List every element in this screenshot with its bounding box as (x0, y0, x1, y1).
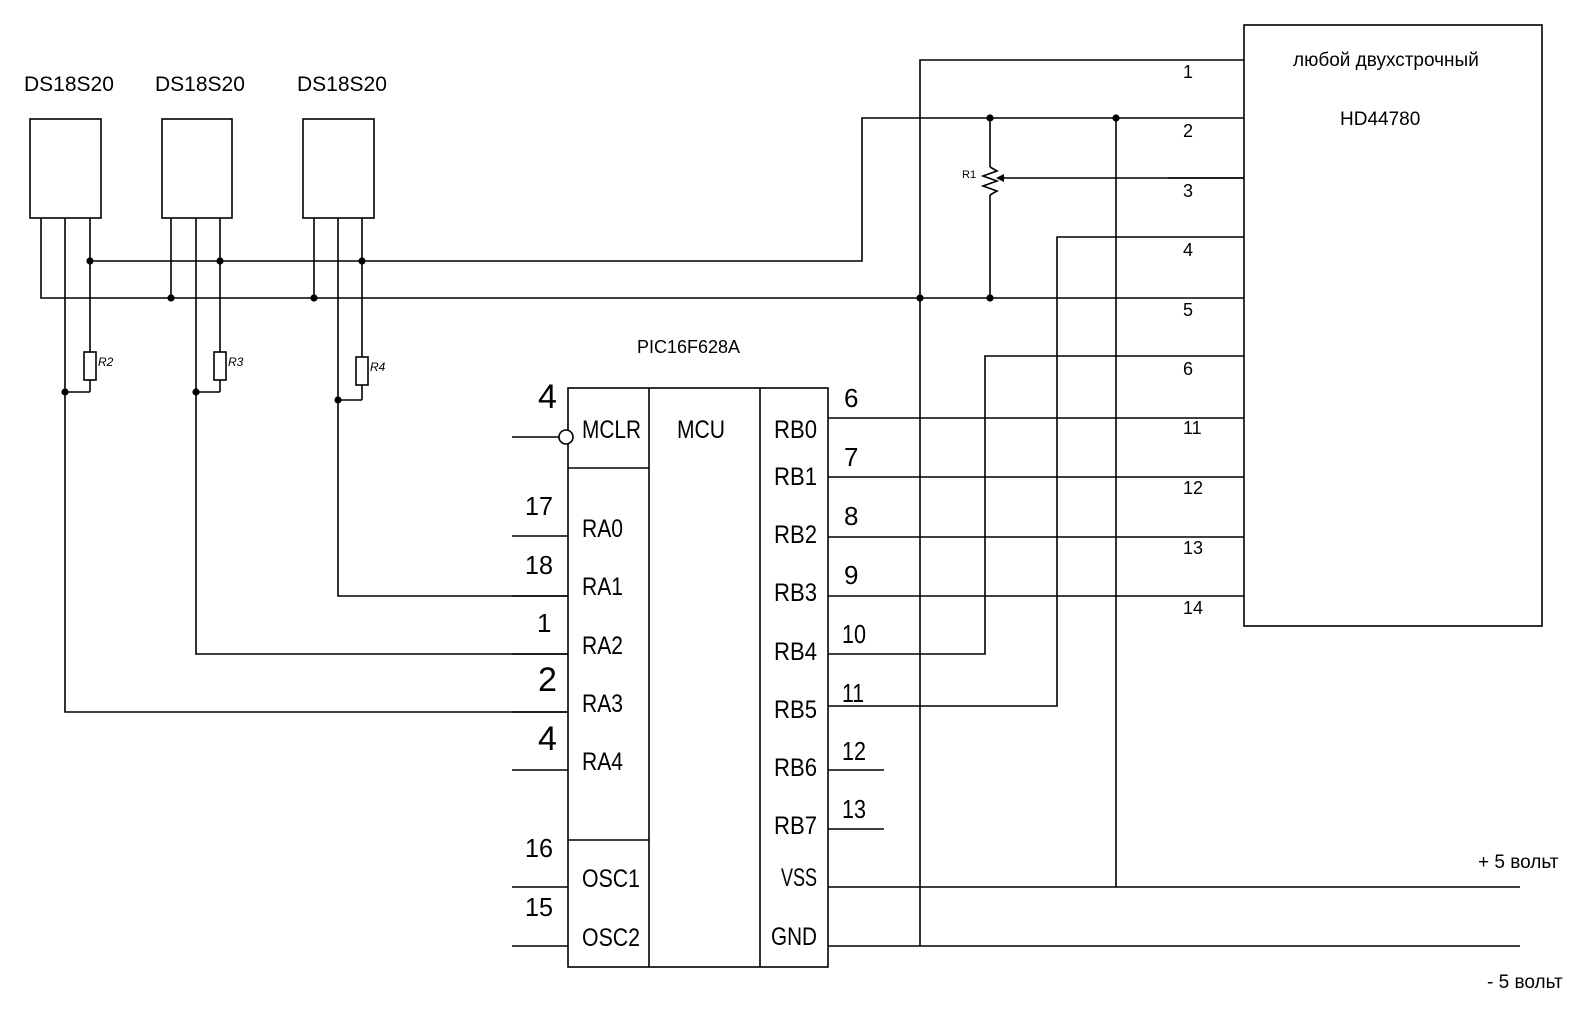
mcu-pin-number: 16 (525, 833, 553, 863)
mcu-signal-ra1: RA1 (582, 573, 623, 601)
sensor-2-label: DS18S20 (155, 73, 245, 96)
mcu-pin-number: 4 (538, 378, 557, 416)
junction (192, 388, 200, 396)
mcu-signal-ra4: RA4 (582, 748, 623, 776)
mcu-pin-number: 15 (525, 892, 553, 922)
sensor-1-label: DS18S20 (24, 73, 114, 96)
lcd-body (1243, 24, 1543, 627)
junction (167, 294, 175, 302)
r3-label: R3 (228, 355, 244, 369)
mcu-signal-rb0: RB0 (774, 416, 817, 444)
lcd-pin-label: 4 (1183, 240, 1193, 260)
lcd-pin1-gnd (919, 59, 1244, 946)
r4-label: R4 (370, 360, 386, 374)
mcu-pin-number: 13 (842, 794, 866, 824)
mcu-signal-rb6: RB6 (774, 754, 817, 782)
r1-label: R1 (962, 169, 976, 181)
lcd-pin-label: 11 (1183, 418, 1202, 438)
mcu-signal-rb1: RB1 (774, 463, 817, 491)
vdd-bus (90, 117, 1244, 262)
junction (61, 388, 69, 396)
sensor-3-label: DS18S20 (297, 73, 387, 96)
r2-body (83, 351, 97, 381)
mcu-pin-number: 1 (537, 608, 551, 638)
lcd-pin-label: 13 (1183, 538, 1203, 558)
wires (40, 59, 1520, 947)
junction (1112, 114, 1120, 122)
mcu-pin-number: 10 (842, 619, 866, 649)
junction (986, 114, 994, 122)
ra3-line (64, 392, 568, 713)
mclr-inverter-bubble (558, 429, 574, 445)
mcu-signal-osc1: OSC1 (582, 865, 640, 893)
lcd-pin-label: 6 (1183, 359, 1193, 379)
components (29, 24, 1543, 968)
mcu-signal-vss: VSS (781, 864, 817, 892)
labels: DS18S20 DS18S20 DS18S20 R2 R3 R4 R1 любо… (24, 50, 1563, 993)
mcu-signal-rb5: RB5 (774, 696, 817, 724)
mcu-body (567, 387, 829, 968)
mcu-signal-gnd: GND (771, 923, 817, 951)
mcu-signal-ra3: RA3 (582, 690, 623, 718)
lcd-pin-label: 12 (1183, 478, 1203, 498)
mcu-signal-rb2: RB2 (774, 521, 817, 549)
junction (86, 257, 94, 265)
r3-body (213, 351, 227, 381)
mcu-signal-rb7: RB7 (774, 812, 817, 840)
junction (216, 257, 224, 265)
lcd-pin6-line (828, 355, 1244, 655)
mcu-signal-rb4: RB4 (774, 638, 817, 666)
plus5-rail-label: + 5 вольт (1478, 852, 1559, 873)
ra2-line (195, 392, 568, 655)
lcd-pin-label: 3 (1183, 181, 1193, 201)
junction (986, 294, 994, 302)
mcu-pin-number: 12 (842, 736, 866, 766)
mcu-pin-number: 17 (525, 491, 553, 521)
lcd-title: любой двухстрочный (1293, 50, 1479, 71)
lcd-model: HD44780 (1340, 109, 1420, 130)
mcu-pin-number: 9 (844, 560, 858, 590)
sensor1-gnd-leg (40, 217, 1244, 299)
lcd-pin-label: 1 (1183, 62, 1193, 82)
lcd-pin-label: 2 (1183, 121, 1193, 141)
mcu-pin-number: 18 (525, 550, 553, 580)
mcu-pin-number: 8 (844, 501, 858, 531)
sensor-3-body (302, 118, 375, 219)
junction (916, 294, 924, 302)
mcu-pin-number: 2 (538, 661, 557, 699)
r1-wiper-arrow (996, 174, 1004, 182)
mcu-part-number: PIC16F628A (637, 337, 740, 357)
ra1-line (337, 400, 568, 597)
r2-label: R2 (98, 355, 114, 369)
sensor-2-body (161, 118, 233, 219)
mcu-signal-osc2: OSC2 (582, 924, 640, 952)
mcu-signal-ra2: RA2 (582, 632, 623, 660)
junction (310, 294, 318, 302)
junction (358, 257, 366, 265)
minus5-rail-label: - 5 вольт (1487, 972, 1563, 993)
mcu-signal-rb3: RB3 (774, 579, 817, 607)
mcu-signal-ra0: RA0 (582, 515, 623, 543)
junctions (61, 114, 1120, 404)
mcu-core-label: MCU (677, 416, 725, 444)
mcu-pin-number: 6 (844, 383, 858, 413)
mcu-pin-number: 11 (842, 678, 864, 708)
r4-body (355, 356, 369, 386)
mcu-pin-number: 7 (844, 442, 858, 472)
mcu-pin-number: 4 (538, 720, 557, 758)
mcu-signal-mclr: MCLR (582, 416, 641, 444)
lcd-pin-label: 14 (1183, 598, 1203, 618)
r1-body (980, 166, 1000, 196)
lcd-pin-label: 5 (1183, 300, 1193, 320)
junction (334, 396, 342, 404)
lcd-pin4-line (828, 236, 1244, 707)
sensor-1-body (29, 118, 102, 219)
